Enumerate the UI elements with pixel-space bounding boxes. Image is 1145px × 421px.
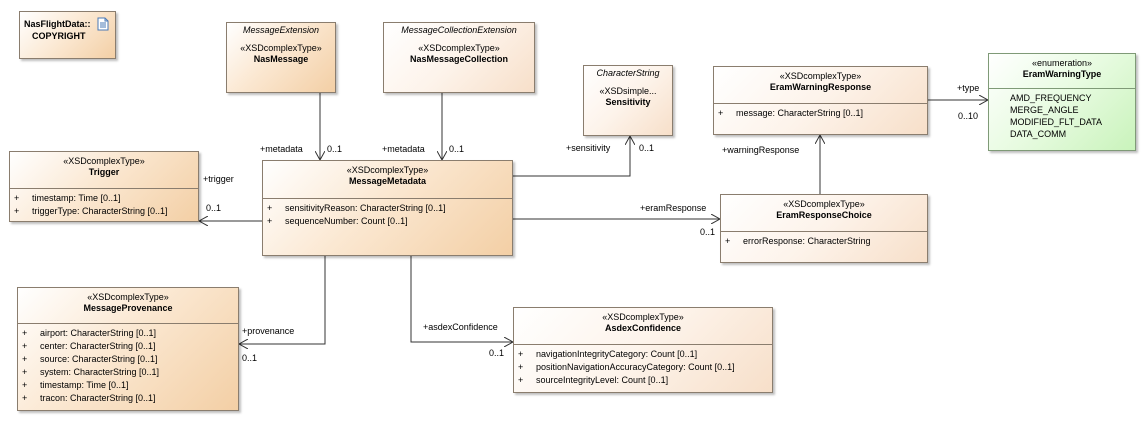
message-metadata-class[interactable]: «XSDcomplexType» MessageMetadata +sensit… [262, 160, 513, 256]
asdex-confidence-mult-label: 0..1 [489, 348, 505, 358]
enum-literal: AMD_FREQUENCY [1010, 93, 1092, 103]
attribute-row: +center: CharacterString [0..1] [22, 341, 156, 351]
attribute-row: +sensitivityReason: CharacterString [0..… [267, 203, 446, 213]
message-provenance-class[interactable]: «XSDcomplexType» MessageProvenance +airp… [17, 287, 239, 411]
eram-warning-type-name: EramWarningType [1022, 69, 1102, 79]
enum-literal: MODIFIED_FLT_DATA [1010, 117, 1103, 127]
nas-message-collection-name: NasMessageCollection [409, 54, 509, 64]
nas-message-stereotype: «XSDcomplexType» [240, 43, 322, 53]
sensitivity-mult-label: 0..1 [639, 143, 655, 153]
eram-warning-response-stereotype: «XSDcomplexType» [779, 71, 862, 81]
enum-literal: DATA_COMM [1010, 129, 1067, 139]
attribute-row: +source: CharacterString [0..1] [22, 354, 158, 364]
sensitivity-stereotype: «XSDsimple... [599, 86, 657, 96]
trigger-mult-label: 0..1 [206, 203, 222, 213]
attribute-row: +navigationIntegrityCategory: Count [0..… [518, 349, 698, 359]
sensitivity-class[interactable]: CharacterString «XSDsimple... Sensitivit… [583, 65, 673, 136]
sensitivity-name: Sensitivity [605, 97, 651, 107]
attribute-row: +positionNavigationAccuracyCategory: Cou… [518, 362, 735, 372]
message-provenance-attributes: +airport: CharacterString [0..1] +center… [18, 323, 238, 405]
asdex-confidence-stereotype: «XSDcomplexType» [602, 312, 684, 322]
sensitivity-parent: CharacterString [596, 68, 660, 78]
provenance-role-label: +provenance [242, 326, 295, 336]
asdex-confidence-role-label: +asdexConfidence [423, 322, 498, 332]
copyright-name: COPYRIGHT [32, 31, 86, 41]
attribute-row: +system: CharacterString [0..1] [22, 367, 160, 377]
attribute-row: +timestamp: Time [0..1] [14, 193, 121, 203]
message-provenance-name: MessageProvenance [83, 303, 173, 313]
attribute-row: +triggerType: CharacterString [0..1] [14, 206, 168, 216]
sensitivity-connector [513, 136, 630, 177]
attribute-row: +timestamp: Time [0..1] [22, 380, 129, 390]
eram-response-choice-attributes: +errorResponse: CharacterString [721, 231, 927, 248]
provenance-mult-label: 0..1 [242, 353, 258, 363]
trigger-stereotype: «XSDcomplexType» [63, 156, 145, 166]
document-icon [97, 17, 109, 31]
provenance-connector [239, 256, 326, 344]
message-metadata-stereotype: «XSDcomplexType» [346, 165, 429, 175]
eram-response-choice-name: EramResponseChoice [776, 210, 872, 220]
attribute-row: +sourceIntegrityLevel: Count [0..1] [518, 375, 669, 385]
warning-response-role-label: +warningResponse [722, 145, 800, 155]
copyright-note[interactable]: NasFlightData:: COPYRIGHT [19, 11, 116, 59]
sensitivity-role-label: +sensitivity [566, 143, 611, 153]
nas-message-parent: MessageExtension [242, 25, 320, 35]
nas-message-collection-class[interactable]: MessageCollectionExtension «XSDcomplexTy… [383, 22, 535, 93]
copyright-package: NasFlightData:: [24, 19, 91, 29]
message-metadata-name: MessageMetadata [348, 176, 427, 186]
attribute-row: +message: CharacterString [0..1] [718, 108, 864, 118]
nas-message-class[interactable]: MessageExtension «XSDcomplexType» NasMes… [226, 22, 336, 93]
trigger-name: Trigger [88, 167, 120, 177]
eram-response-role-label: +eramResponse [640, 203, 707, 213]
asdex-confidence-attributes: +navigationIntegrityCategory: Count [0..… [514, 344, 772, 387]
nas-message-name: NasMessage [253, 54, 309, 64]
nas-message-collection-stereotype: «XSDcomplexType» [418, 43, 500, 53]
asdex-confidence-connector [410, 256, 513, 342]
eram-response-choice-stereotype: «XSDcomplexType» [783, 199, 865, 209]
eram-warning-response-attributes: +message: CharacterString [0..1] [714, 103, 927, 120]
asdex-confidence-class[interactable]: «XSDcomplexType» AsdexConfidence +naviga… [513, 307, 773, 393]
trigger-class[interactable]: «XSDcomplexType» Trigger +timestamp: Tim… [9, 151, 199, 222]
message-provenance-stereotype: «XSDcomplexType» [87, 292, 169, 302]
message-metadata-attributes: +sensitivityReason: CharacterString [0..… [263, 198, 512, 228]
attribute-row: +tracon: CharacterString [0..1] [22, 393, 156, 403]
asdex-confidence-name: AsdexConfidence [604, 323, 682, 333]
nas-message-collection-parent: MessageCollectionExtension [401, 25, 517, 35]
eram-warning-type-enum[interactable]: «enumeration» EramWarningType AMD_FREQUE… [988, 53, 1136, 151]
eram-warning-type-stereotype: «enumeration» [1031, 58, 1093, 68]
metadata-role-label-2: +metadata [382, 144, 425, 154]
eram-warning-type-literals: AMD_FREQUENCY MERGE_ANGLE MODIFIED_FLT_D… [989, 88, 1135, 140]
eram-response-mult-label: 0..1 [700, 227, 716, 237]
metadata-mult-label-1: 0..1 [327, 144, 343, 154]
metadata-role-label-1: +metadata [260, 144, 303, 154]
attribute-row: +errorResponse: CharacterString [725, 236, 871, 246]
type-role-label: +type [957, 83, 980, 93]
enum-literal: MERGE_ANGLE [1010, 105, 1079, 115]
trigger-attributes: +timestamp: Time [0..1] +triggerType: Ch… [10, 188, 198, 218]
metadata-mult-label-2: 0..1 [449, 144, 465, 154]
attribute-row: +sequenceNumber: Count [0..1] [267, 216, 408, 226]
eram-response-choice-class[interactable]: «XSDcomplexType» EramResponseChoice +err… [720, 194, 928, 263]
attribute-row: +airport: CharacterString [0..1] [22, 328, 157, 338]
eram-warning-response-name: EramWarningResponse [769, 82, 872, 92]
trigger-role-label: +trigger [203, 174, 234, 184]
type-mult-label: 0..10 [958, 111, 979, 121]
eram-warning-response-class[interactable]: «XSDcomplexType» EramWarningResponse +me… [713, 66, 928, 135]
